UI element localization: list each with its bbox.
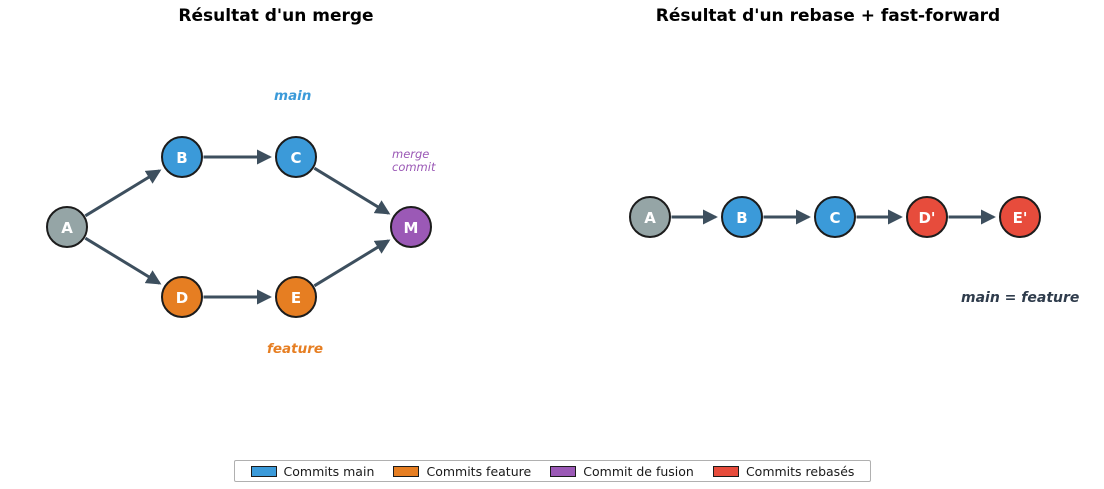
merge-node-label-M: M bbox=[404, 219, 419, 237]
legend-item-0[interactable]: Commits main bbox=[250, 463, 375, 479]
legend-swatch-3 bbox=[712, 465, 739, 477]
legend: Commits main Commits feature Commit de fus… bbox=[234, 460, 871, 482]
legend-swatch-0 bbox=[250, 465, 277, 477]
merge-commit-line-1: merge bbox=[392, 147, 430, 161]
merge-panel-title: Résultat d'un merge bbox=[178, 6, 374, 26]
rebase-node-circle-D2 bbox=[906, 196, 948, 238]
merge-node-circle-B bbox=[161, 136, 203, 178]
rebase-node-circle-B bbox=[721, 196, 763, 238]
merge-node-circle-E bbox=[275, 276, 317, 318]
rebase-node-circle-A bbox=[629, 196, 671, 238]
rebase-node-D2[interactable]: D' bbox=[906, 196, 948, 238]
rebase-node-label-A: A bbox=[644, 209, 656, 227]
rebase-node-circle-E2 bbox=[999, 196, 1041, 238]
merge-node-label-C: C bbox=[290, 149, 301, 167]
legend-label-3: Commits rebasés bbox=[745, 463, 855, 479]
merge-node-D[interactable]: D bbox=[161, 276, 203, 318]
merge-node-circle-D bbox=[161, 276, 203, 318]
legend-label-1: Commits feature bbox=[426, 463, 532, 479]
rebase-node-label-C: C bbox=[829, 209, 840, 227]
merge-node-label-A: A bbox=[61, 219, 73, 237]
merge-commit-line-2: commit bbox=[392, 160, 436, 174]
rebase-node-circle-C bbox=[814, 196, 856, 238]
merge-node-label-B: B bbox=[176, 149, 187, 167]
rebase-node-label-B: B bbox=[736, 209, 747, 227]
merge-node-A[interactable]: A bbox=[46, 206, 88, 248]
edges-layer bbox=[84, 149, 996, 305]
rebase-node-label-E2: E' bbox=[1013, 209, 1028, 227]
merge-node-circle-A bbox=[46, 206, 88, 248]
rebase-node-C[interactable]: C bbox=[814, 196, 856, 238]
merge-node-E[interactable]: E bbox=[275, 276, 317, 318]
merge-node-M[interactable]: M bbox=[390, 206, 432, 248]
legend-label-2: Commit de fusion bbox=[583, 463, 694, 479]
branch-label-main: main bbox=[274, 88, 312, 104]
rebase-node-B[interactable]: B bbox=[721, 196, 763, 238]
branch-label-feature: feature bbox=[267, 341, 324, 357]
legend-item-3[interactable]: Commits rebasés bbox=[712, 463, 855, 479]
rebase-node-E2[interactable]: E' bbox=[999, 196, 1041, 238]
merge-node-label-E: E bbox=[291, 289, 301, 307]
merge-node-label-D: D bbox=[176, 289, 188, 307]
merge-edge-C-to-M bbox=[313, 166, 391, 215]
nodes-layer: A B C D E M A B C D' E' bbox=[46, 136, 1041, 318]
legend-swatch-2 bbox=[550, 465, 577, 477]
merge-edge-A-to-B bbox=[84, 169, 162, 218]
rebase-node-label-D2: D' bbox=[918, 209, 935, 227]
merge-node-circle-C bbox=[275, 136, 317, 178]
merge-edge-E-to-M bbox=[313, 239, 391, 288]
legend-item-2[interactable]: Commit de fusion bbox=[550, 464, 694, 479]
rebase-node-A[interactable]: A bbox=[629, 196, 671, 238]
merge-node-B[interactable]: B bbox=[161, 136, 203, 178]
legend-label-0: Commits main bbox=[283, 463, 375, 479]
rebase-panel-title: Résultat d'un rebase + fast-forward bbox=[655, 6, 1001, 26]
legend-item-1[interactable]: Commits feature bbox=[393, 464, 531, 479]
merge-node-circle-M bbox=[390, 206, 432, 248]
legend-swatch-1 bbox=[393, 465, 420, 477]
merge-commit-annotation: merge commit bbox=[392, 148, 435, 174]
merge-node-C[interactable]: C bbox=[275, 136, 317, 178]
merge-edge-A-to-D bbox=[84, 236, 162, 285]
branch-label-main-equals-feature: main = feature bbox=[961, 290, 1080, 306]
